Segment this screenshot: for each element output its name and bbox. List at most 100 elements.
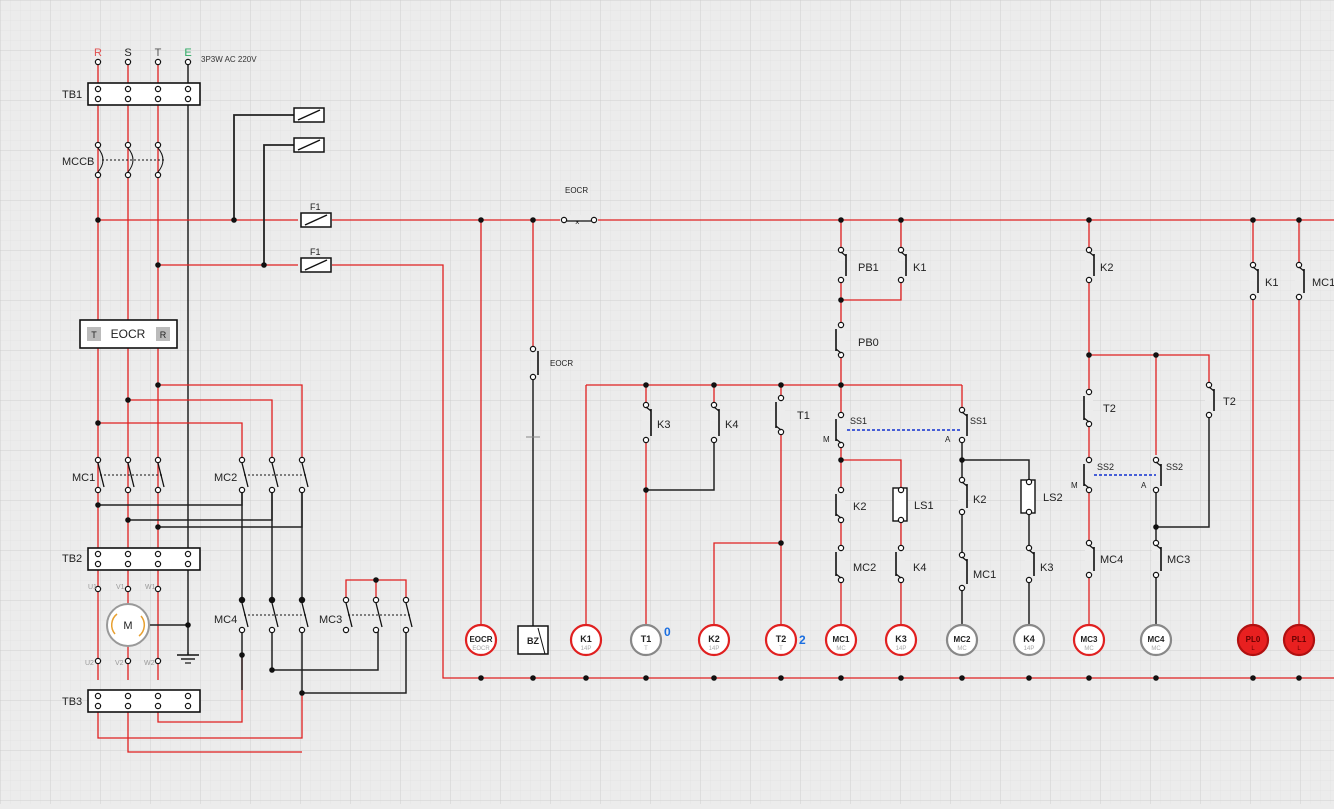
- contact-lead: [1088, 544, 1095, 550]
- mc4-label: MC4: [214, 614, 237, 626]
- terminal: [184, 95, 192, 103]
- bottom-bus: [332, 264, 1334, 679]
- junction-dot: [478, 217, 484, 223]
- terminal: [154, 702, 162, 710]
- junction-dot: [231, 217, 237, 223]
- terminal: [94, 692, 102, 700]
- terminal: [184, 550, 192, 558]
- terminal: [372, 596, 380, 604]
- terminal: [837, 516, 845, 524]
- k1a-label: K1: [913, 262, 926, 274]
- mc2-supply-t: [158, 384, 303, 460]
- eocr-t-tag: [87, 327, 101, 341]
- eocr-top-label: EOCR: [565, 186, 588, 195]
- contact-gap: [777, 400, 785, 430]
- mc1b-label: MC1: [973, 569, 996, 581]
- contact-gap: [837, 550, 845, 578]
- coil-label: MC2: [954, 635, 971, 644]
- coil-t1[interactable]: T1T: [629, 623, 663, 657]
- terminal: [124, 692, 132, 700]
- mc2-supply-r: [98, 422, 243, 460]
- terminal: [837, 441, 845, 449]
- terminal: [529, 373, 537, 381]
- terminal: [124, 702, 132, 710]
- terminal: [958, 476, 966, 484]
- k1b-label: K1: [1265, 277, 1278, 289]
- terminal: [94, 486, 102, 494]
- t2b-return: [1156, 415, 1210, 528]
- terminal: [154, 486, 162, 494]
- junction-dot: [1296, 217, 1302, 223]
- coil-label: MC4: [1148, 635, 1165, 644]
- t2-bridge: [1089, 354, 1210, 385]
- tb2-label: TB2: [62, 553, 82, 565]
- contact-gap: [1025, 550, 1033, 578]
- junction-dot: [299, 597, 305, 603]
- terminal: [268, 626, 276, 634]
- motor-arrow-right: [138, 615, 145, 637]
- coil-circle: [464, 623, 498, 657]
- coil-sub-label: T: [779, 646, 783, 652]
- junction-dot: [959, 457, 965, 463]
- terminal: [777, 394, 785, 402]
- aux-fuse-strike: [297, 109, 321, 121]
- contact-lead: [1088, 251, 1095, 257]
- junction-dot: [1296, 675, 1302, 681]
- contact-gap: [897, 252, 905, 278]
- coil-sub-label: 14P: [896, 646, 907, 652]
- coil-label: K4: [1023, 634, 1035, 644]
- coil-t2[interactable]: T2T: [764, 623, 798, 657]
- contact-gap: [1295, 267, 1303, 295]
- contact-lead: [840, 251, 847, 257]
- coil-bz[interactable]: BZ: [517, 625, 549, 655]
- terminal: [1025, 576, 1033, 584]
- terminal: [342, 626, 350, 634]
- junction-dot: [778, 675, 784, 681]
- k2a-label: K2: [853, 501, 866, 513]
- contact-lead: [835, 513, 842, 519]
- m1-label: M: [823, 435, 830, 444]
- supply-rating: 3P3W AC 220V: [201, 55, 257, 64]
- junction-dot: [1153, 524, 1159, 530]
- coil-label: MC1: [833, 635, 850, 644]
- coil-circle: [764, 623, 798, 657]
- junction-dot: [1250, 675, 1256, 681]
- junction-dot: [583, 675, 589, 681]
- contact-gap: [837, 252, 845, 278]
- terminal: [124, 486, 132, 494]
- motor-label: M: [123, 620, 132, 632]
- terminal: [1249, 293, 1257, 301]
- motor-v1: V1: [116, 584, 125, 591]
- coil-sub-label: EOCR: [472, 646, 490, 652]
- coil-sub-label: MC: [1151, 646, 1161, 652]
- terminal: [1085, 420, 1093, 428]
- terminal: [94, 85, 102, 93]
- terminal: [837, 411, 845, 419]
- mccb-label: MCCB: [62, 156, 94, 168]
- coil-circle: [1282, 623, 1316, 657]
- terminal: [897, 516, 905, 524]
- junction-dot: [838, 217, 844, 223]
- junction-dot: [959, 675, 965, 681]
- terminal: [268, 486, 276, 494]
- aux-fuse-strike: [297, 139, 321, 151]
- contact-lead: [775, 425, 782, 431]
- ls1-label: LS1: [914, 500, 934, 512]
- terminal: [897, 486, 905, 494]
- contact-gap: [837, 492, 845, 518]
- terminal: [298, 626, 306, 634]
- contact-lead: [835, 438, 842, 444]
